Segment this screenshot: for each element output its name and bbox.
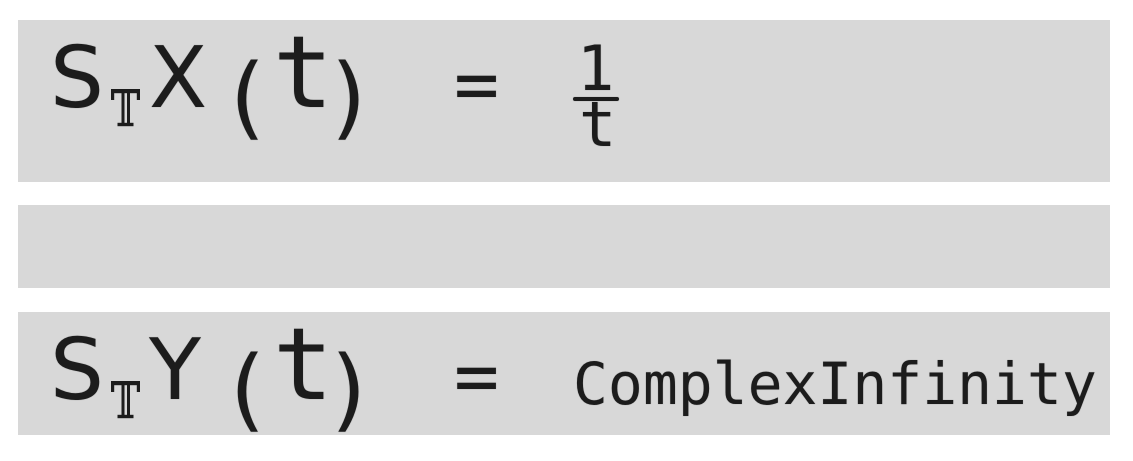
output-cell-1[interactable]: S X ( t ) = 1 t <box>18 20 1110 182</box>
open-paren: ( <box>219 45 274 150</box>
output-cell-2[interactable] <box>18 205 1110 288</box>
fraction-numerator: 1 <box>577 32 615 105</box>
argument: t <box>273 306 334 423</box>
double-struck-T-icon <box>111 381 140 419</box>
close-paren: ) <box>323 45 378 150</box>
shift-operator: S <box>50 29 104 128</box>
function-name: X <box>149 29 208 128</box>
open-paren: ( <box>219 337 274 442</box>
fraction-denominator: t <box>579 88 617 161</box>
shift-operator: S <box>50 321 104 420</box>
equals-sign: = <box>454 332 500 420</box>
fraction-bar <box>573 97 619 101</box>
result-text: ComplexInfinity <box>573 350 1097 418</box>
function-name: Y <box>149 321 201 420</box>
output-cell-3[interactable]: S Y ( t ) = ComplexInfinity <box>18 312 1110 435</box>
double-struck-T-icon <box>111 89 140 127</box>
argument: t <box>273 14 334 131</box>
close-paren: ) <box>323 337 378 442</box>
equals-sign: = <box>454 40 500 128</box>
